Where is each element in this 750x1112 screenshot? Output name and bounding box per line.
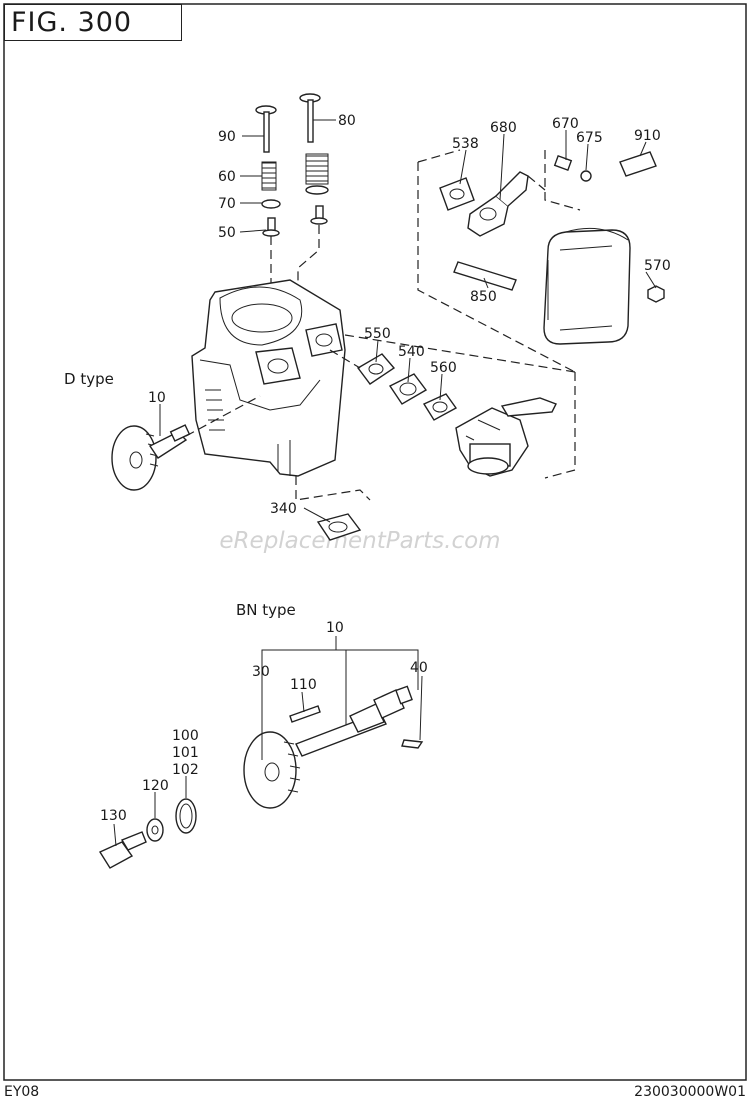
cam-gear-30 xyxy=(243,731,301,809)
callout-570: 570 xyxy=(644,258,671,274)
callout-120: 120 xyxy=(142,778,169,794)
washer-100-101-102 xyxy=(175,798,197,834)
callout-10-d-type: 10 xyxy=(148,390,166,406)
callout-100: 100 xyxy=(172,728,199,744)
stem-seal-50 xyxy=(262,217,280,237)
valve-assembly xyxy=(255,93,329,300)
callout-50: 50 xyxy=(218,225,236,241)
d-type-camshaft xyxy=(111,395,261,491)
callout-30: 30 xyxy=(252,664,270,680)
valve-80 xyxy=(299,93,321,143)
nut-675 xyxy=(580,170,592,182)
muffler-body xyxy=(543,227,631,345)
muffler-group xyxy=(344,149,665,479)
callout-110: 110 xyxy=(290,677,317,693)
callout-130: 130 xyxy=(100,808,127,824)
spacer-540 xyxy=(388,373,428,405)
gasket-340 xyxy=(316,513,362,541)
callout-102: 102 xyxy=(172,762,199,778)
cylinder-block xyxy=(191,279,371,501)
callout-538: 538 xyxy=(452,136,479,152)
camshaft-shaft xyxy=(295,685,413,757)
callout-550: 550 xyxy=(364,326,391,342)
stem-seal-right xyxy=(310,205,328,225)
callout-670: 670 xyxy=(552,116,579,132)
valve-spring-right xyxy=(305,153,329,195)
nut-570 xyxy=(647,285,665,303)
watermark-text: eReplacementParts.com xyxy=(219,528,500,554)
callout-60: 60 xyxy=(218,169,236,185)
callout-101: 101 xyxy=(172,745,199,761)
valve-90 xyxy=(255,105,277,153)
callout-90: 90 xyxy=(218,129,236,145)
figure-title: FIG. 300 xyxy=(4,4,182,41)
muffler-bracket-680 xyxy=(467,171,546,237)
callout-80: 80 xyxy=(338,113,356,129)
carburetor xyxy=(455,397,557,477)
callout-70: 70 xyxy=(218,196,236,212)
bolt-130 xyxy=(98,831,147,869)
callout-910: 910 xyxy=(634,128,661,144)
washer-120 xyxy=(146,818,164,842)
callout-680: 680 xyxy=(490,120,517,136)
callout-340: 340 xyxy=(270,501,297,517)
d-type-label: D type xyxy=(64,370,114,388)
gasket-538 xyxy=(439,177,475,211)
spring-retainer-70 xyxy=(261,199,281,209)
callout-40: 40 xyxy=(410,660,428,676)
callout-850: 850 xyxy=(470,289,497,305)
callout-560: 560 xyxy=(430,360,457,376)
footer-code: 230030000W01 xyxy=(634,1084,746,1100)
callout-10-bn-type: 10 xyxy=(326,620,344,636)
bolt-670 xyxy=(553,155,573,171)
callout-leaders xyxy=(113,119,657,847)
valve-spring-60 xyxy=(261,161,277,191)
bn-type-camshaft-group xyxy=(243,636,424,809)
diagram-frame xyxy=(3,3,747,1081)
footer-model: EY08 xyxy=(4,1084,40,1100)
part-40 xyxy=(401,739,424,749)
bn-type-label: BN type xyxy=(236,601,296,619)
callout-540: 540 xyxy=(398,344,425,360)
gasket-560 xyxy=(422,393,458,421)
stud-850 xyxy=(453,261,517,291)
label-910 xyxy=(619,151,657,177)
pin-110 xyxy=(289,705,321,723)
intake-group xyxy=(329,349,557,477)
gasket-550 xyxy=(356,353,396,385)
callout-675: 675 xyxy=(576,130,603,146)
